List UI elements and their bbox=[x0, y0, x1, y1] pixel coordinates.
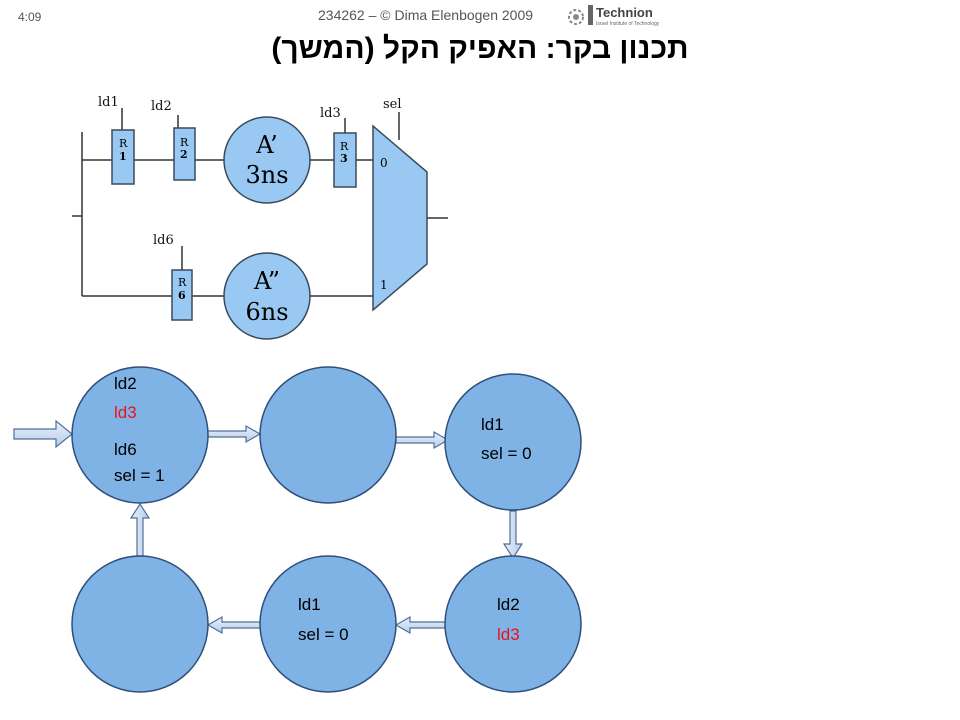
unit-a-double-prime: A” 6ns bbox=[223, 252, 311, 340]
register-r2-label: R bbox=[180, 136, 189, 149]
load-label-ld3: ld3 bbox=[320, 106, 341, 121]
logo-subtext: Israel Institute of Technology bbox=[596, 21, 660, 27]
logo-text: Technion bbox=[596, 5, 653, 20]
fsm-state-1 bbox=[71, 366, 209, 504]
register-r1: R 1 bbox=[111, 129, 135, 185]
header-credit: 234262 – © Dima Elenbogen 2009 bbox=[318, 7, 534, 23]
mux-input-0-label: 0 bbox=[380, 156, 388, 170]
unit-a-prime: A’ 3ns bbox=[223, 116, 311, 204]
mux-select-label: sel bbox=[383, 97, 402, 112]
register-r6: R 6 bbox=[171, 269, 193, 321]
register-r2-num: 2 bbox=[180, 148, 188, 161]
unit-a-prime-name: A’ bbox=[255, 131, 277, 159]
fsm-state-6 bbox=[71, 555, 209, 693]
register-r3-label: R bbox=[340, 140, 349, 153]
slide-number: 4:09 bbox=[18, 10, 42, 24]
unit-a-double-prime-delay: 6ns bbox=[245, 298, 288, 326]
load-label-ld2: ld2 bbox=[151, 99, 172, 114]
load-label-ld6: ld6 bbox=[153, 233, 174, 248]
register-r1-label: R bbox=[119, 137, 128, 150]
unit-a-double-prime-name: A” bbox=[253, 267, 280, 295]
transition-arrow-s6-s1 bbox=[129, 502, 151, 557]
register-r2: R 2 bbox=[173, 127, 196, 181]
unit-a-prime-delay: 3ns bbox=[245, 161, 288, 189]
state-1-line-1: ld2 bbox=[114, 374, 137, 393]
transition-arrow-s4-s5 bbox=[394, 615, 449, 635]
fsm-state-2 bbox=[259, 366, 397, 504]
register-r6-num: 6 bbox=[178, 289, 186, 302]
technion-emblem-icon bbox=[568, 9, 584, 25]
datapath-wires bbox=[72, 108, 448, 297]
transition-arrow-s2-s3 bbox=[395, 430, 450, 450]
state-1-line-3: ld6 bbox=[114, 440, 137, 459]
transition-arrow-s1-s2 bbox=[205, 424, 262, 444]
mux-input-1-label: 1 bbox=[380, 278, 388, 292]
multiplexer: 0 1 bbox=[372, 124, 428, 312]
technion-logo: Technion Israel Institute of Technology bbox=[568, 5, 660, 27]
state-1-line-4: sel = 1 bbox=[114, 466, 165, 485]
fsm-state-5 bbox=[259, 555, 397, 693]
slide-title: תכנון בקר: האפיק הקל (המשך) bbox=[271, 32, 689, 65]
load-label-ld1: ld1 bbox=[98, 95, 119, 110]
fsm-state-4 bbox=[444, 555, 582, 693]
state-1-line-2: ld3 bbox=[114, 403, 137, 422]
entry-arrow bbox=[13, 419, 73, 449]
state-5-line-1: ld1 bbox=[298, 595, 321, 614]
register-r1-num: 1 bbox=[119, 150, 127, 163]
state-4-line-1: ld2 bbox=[497, 595, 520, 614]
register-r3: R 3 bbox=[333, 132, 357, 188]
state-3-line-1: ld1 bbox=[481, 415, 504, 434]
transition-arrow-s3-s4 bbox=[502, 510, 524, 560]
register-r3-num: 3 bbox=[340, 152, 348, 165]
transition-arrow-s5-s6 bbox=[206, 615, 263, 635]
fsm-state-3 bbox=[444, 373, 582, 511]
state-4-line-2: ld3 bbox=[497, 625, 520, 644]
register-r6-label: R bbox=[178, 276, 187, 289]
state-5-line-2: sel = 0 bbox=[298, 625, 349, 644]
state-3-line-2: sel = 0 bbox=[481, 444, 532, 463]
logo-bar bbox=[588, 5, 593, 25]
